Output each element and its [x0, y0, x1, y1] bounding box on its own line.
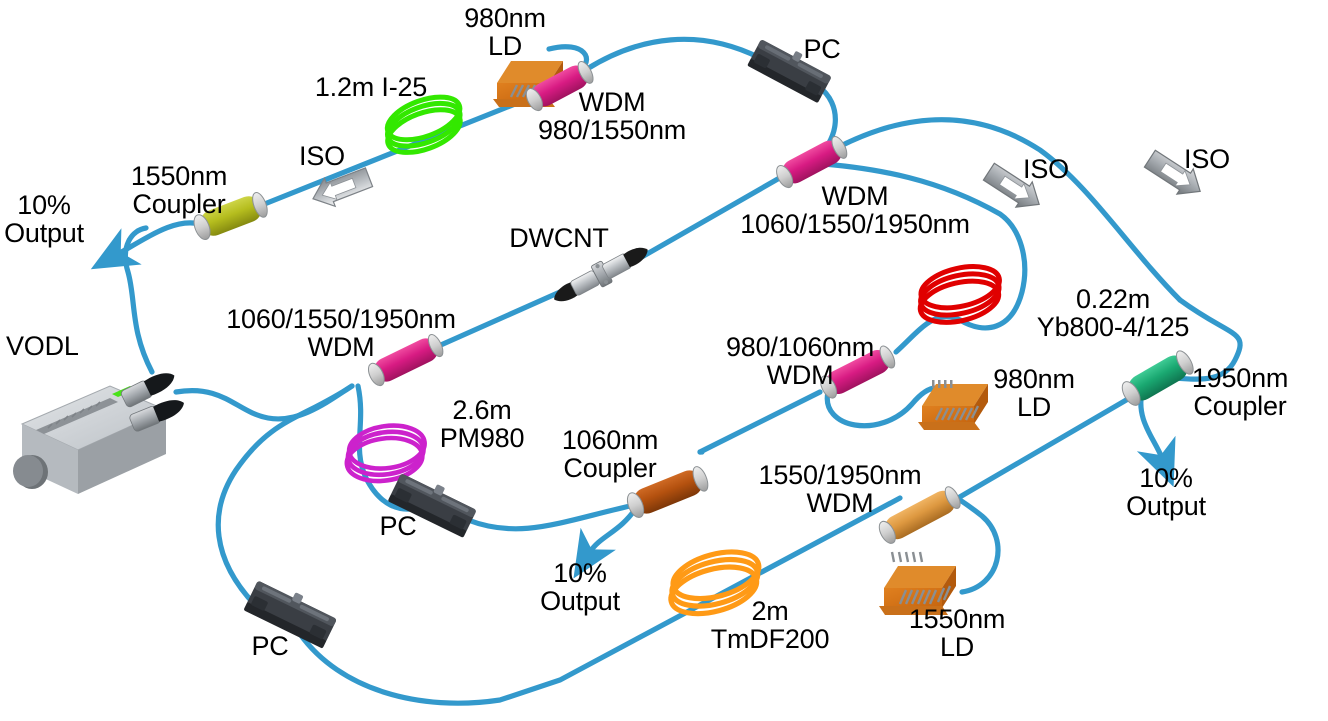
label-coupler-1950: 1950nm Coupler: [1191, 363, 1289, 422]
wdm-980-1550: [525, 60, 594, 112]
label-pm980-coil: 2.6m PM980: [439, 395, 525, 454]
label-wdm-1550-1950: 1550/1950nm WDM: [758, 460, 922, 519]
coil-pm980: [344, 423, 427, 484]
fiber-pc-mid-to-coupler1060: [465, 503, 633, 532]
fiber-ld1550-to-wdm15501950: [957, 497, 1001, 595]
fiber-wdmtop-to-iso-inner: [809, 160, 1028, 331]
label-wdm-1060-1550-1950-left: 1060/1550/1950nm WDM: [226, 304, 456, 363]
label-yb-coil: 0.22m Yb800-4/125: [1036, 284, 1190, 343]
fiber-wdmleft-branch-down: [215, 383, 355, 609]
label-pc-top-right: PC: [803, 34, 841, 64]
coupler-1950: [1121, 350, 1194, 406]
wdm-1060-1550-1950-top: [776, 136, 848, 189]
pc-mid-left: [388, 474, 476, 538]
iso-top-left: [312, 167, 374, 208]
fiber-wdm9801060-left: [697, 389, 823, 455]
ld-980-right: [918, 380, 988, 430]
label-wdm-980-1060: 980/1060nm WDM: [725, 332, 875, 391]
label-iso-top-left: ISO: [299, 141, 345, 171]
label-980nm-ld-top: 980nm LD: [464, 3, 546, 62]
fiber-output1060-arrow: [573, 505, 639, 579]
fiber-wdmtop-branch-right: [809, 117, 1183, 303]
label-iso-right-inner: ISO: [1023, 154, 1069, 184]
coupler-1060: [626, 466, 709, 518]
fiber-yb-to-wdm980-1060: [893, 314, 963, 355]
pc-bottom-left: [244, 581, 336, 648]
iso-right-inner: [982, 162, 1040, 208]
label-i25-coil: 1.2m I-25: [314, 72, 428, 102]
label-980nm-ld-right: 980nm LD: [993, 364, 1075, 423]
label-dwcnt: DWCNT: [509, 223, 609, 253]
label-coupler-1550: 1550nm Coupler: [130, 161, 228, 220]
fiber-wdm980-to-pc-top: [584, 36, 763, 72]
fiber-output1950-arrow: [1136, 389, 1176, 487]
fiber-pc-bottom-to-wdm15501950: [297, 495, 903, 706]
fiber-wdm15501950-to-coupler1950: [955, 389, 1143, 501]
label-1550nm-ld: 1550nm LD: [908, 604, 1006, 663]
pc-top-right: [747, 40, 831, 103]
iso-right-outer: [1143, 149, 1201, 195]
ld-1550: [879, 551, 956, 615]
wdm-1060-1550-1950-left: [367, 333, 444, 387]
label-tmdf200-coil: 2m TmDF200: [710, 596, 830, 655]
wdm-1550-1950: [878, 486, 961, 544]
coil-i25: [384, 94, 463, 155]
dwcnt-absorber: [554, 247, 648, 302]
fiber-iso-outer-to-coupler1950: [1167, 297, 1243, 382]
label-output-1060: 10% Output: [540, 558, 620, 617]
wdm-980-1060: [820, 345, 896, 399]
vodl-box: [13, 373, 184, 494]
label-iso-right-outer: ISO: [1184, 144, 1230, 174]
label-output-1550: 10% Output: [4, 190, 84, 249]
label-pc-mid-left: PC: [379, 511, 417, 541]
label-vodl: VODL: [6, 331, 79, 361]
label-coupler-1060: 1060nm Coupler: [561, 425, 659, 484]
fiber-output1550-arrow: [90, 220, 203, 270]
coil-yb800: [917, 264, 1002, 325]
label-output-1950: 10% Output: [1126, 463, 1206, 522]
label-pc-bottom-left: PC: [251, 631, 289, 661]
coupler-1550: [193, 192, 268, 241]
coil-tmdf200: [668, 549, 762, 617]
label-wdm-1060-1550-1950-top: WDM 1060/1550/1950nm: [740, 181, 970, 240]
label-wdm-980-1550: WDM 980/1550nm: [537, 87, 687, 146]
fiber-ld980r-to-wdm9801060: [824, 385, 939, 429]
